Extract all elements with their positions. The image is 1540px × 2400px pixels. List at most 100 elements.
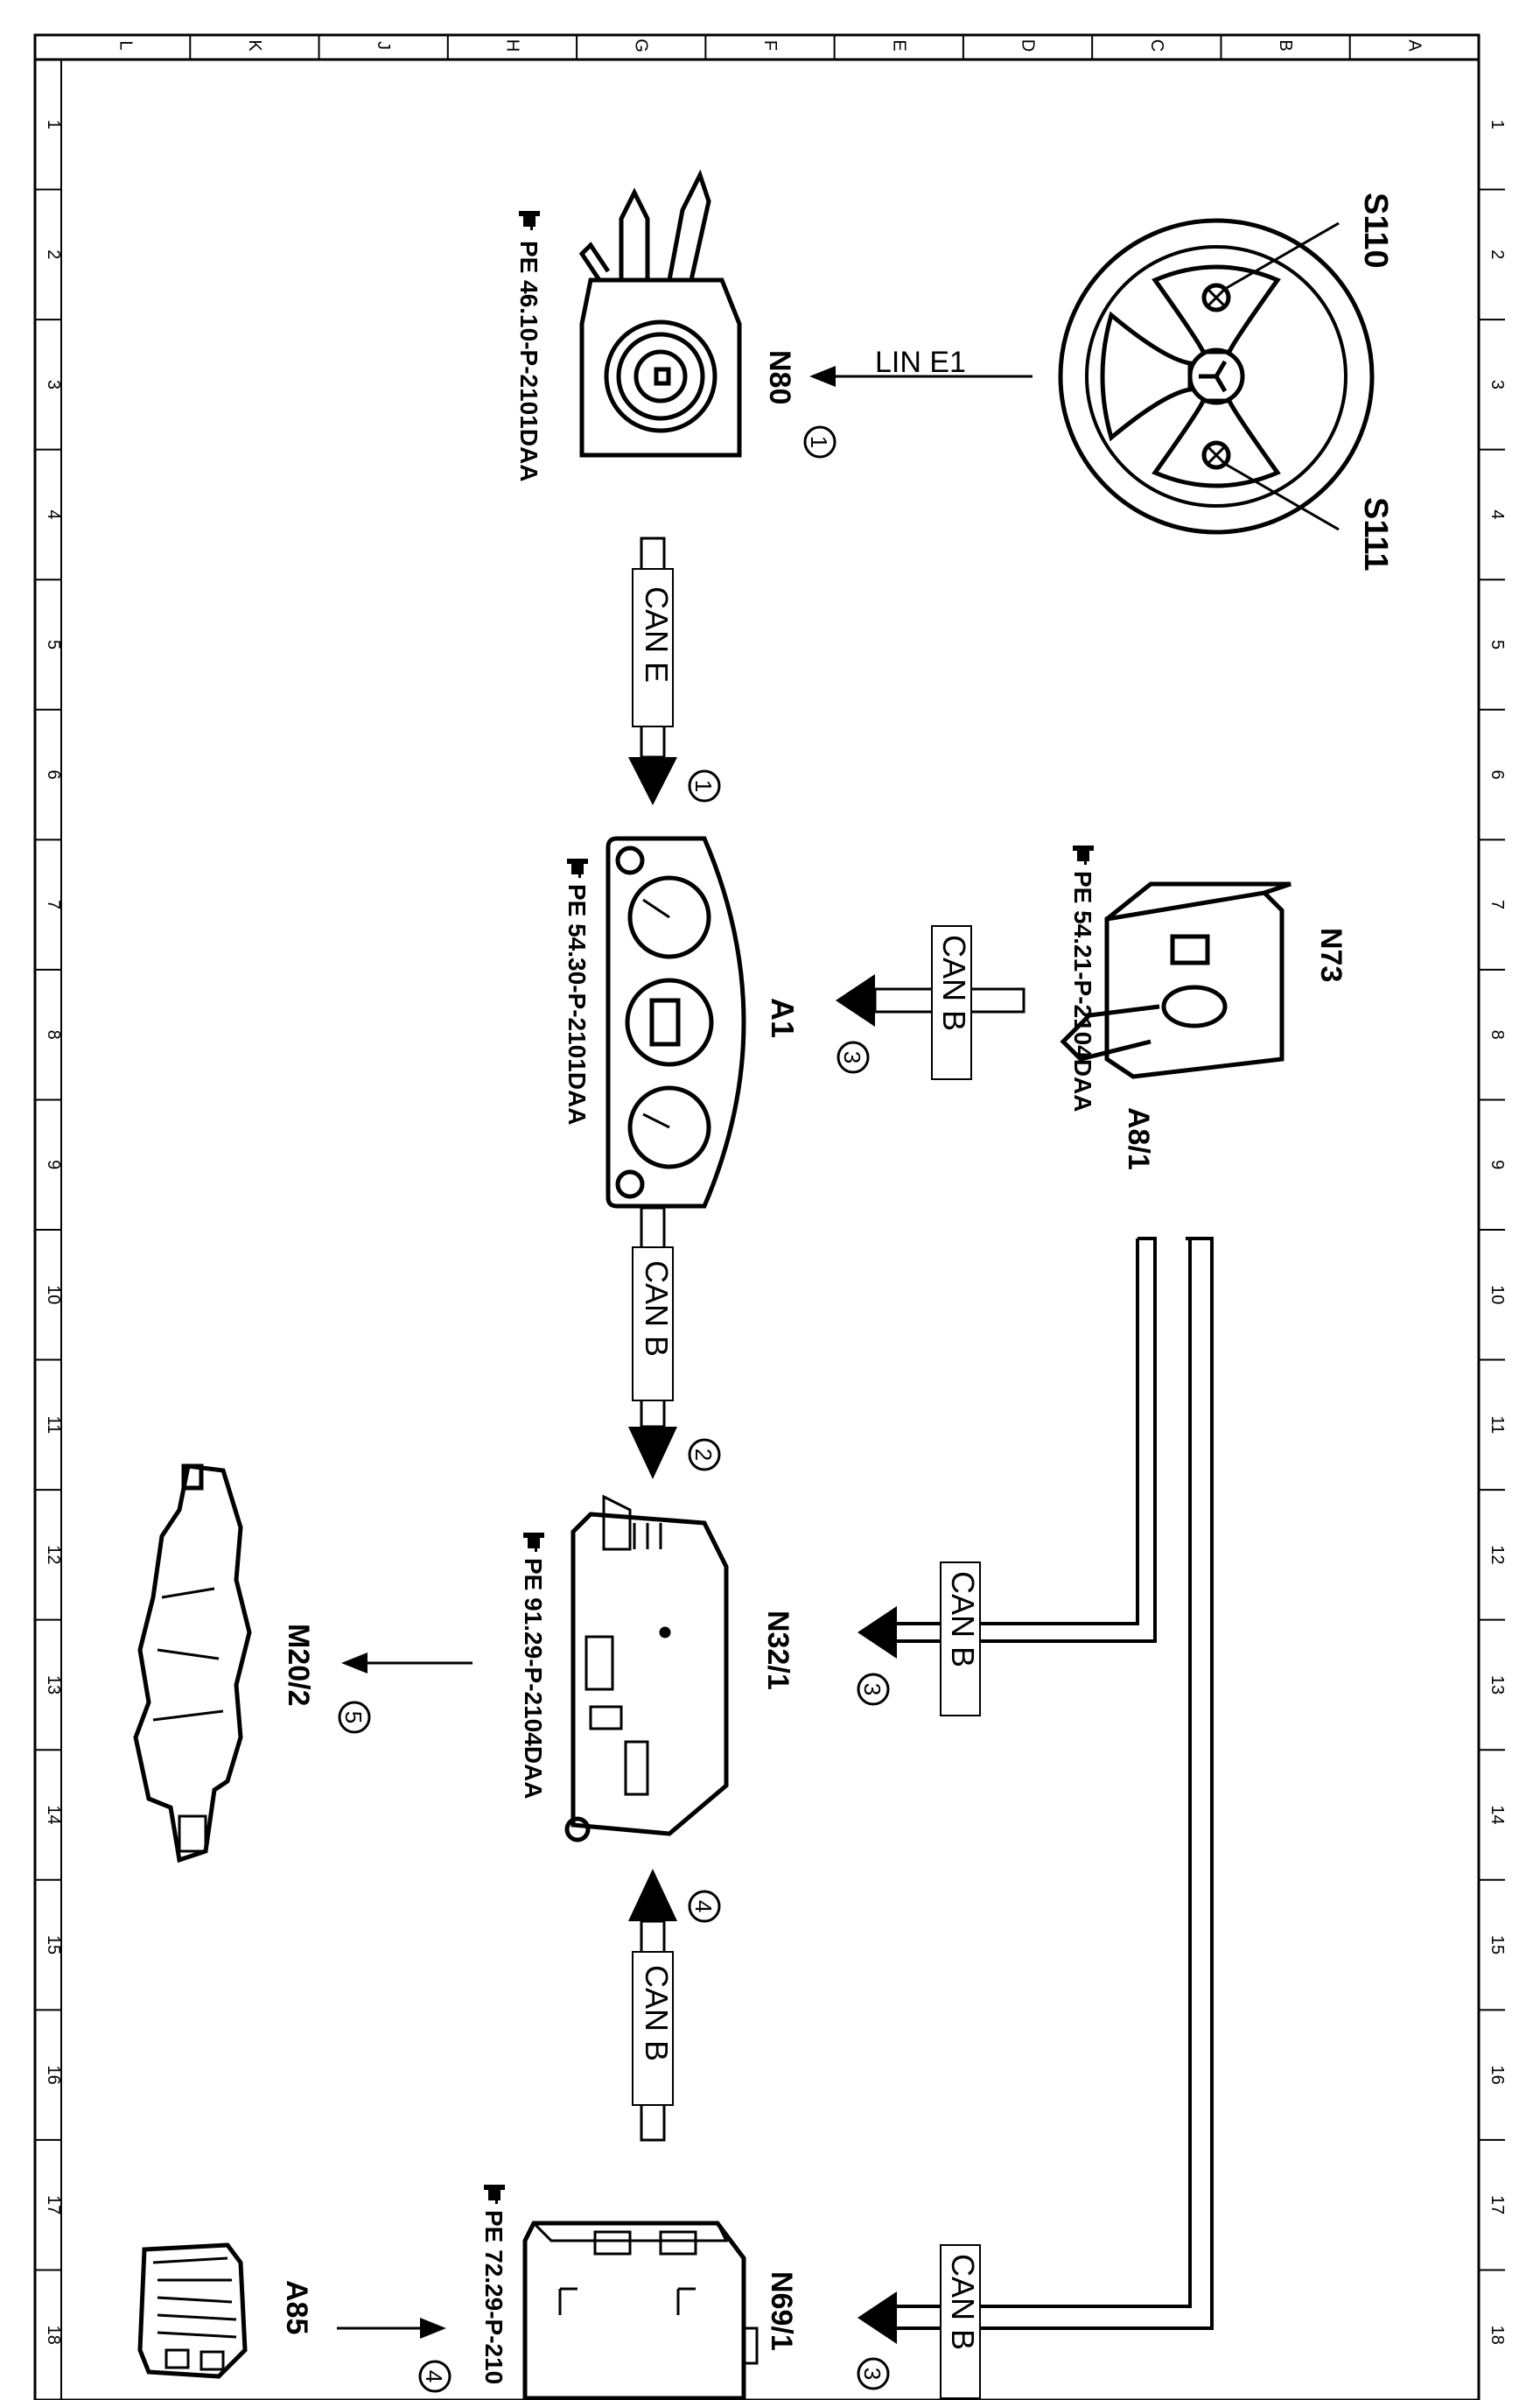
column-letter: C (1147, 39, 1166, 52)
column-letter: E (889, 39, 908, 51)
s110-label: S110 (1357, 193, 1394, 269)
row-number: 13 (1488, 1675, 1507, 1695)
row-number: 9 (1488, 1160, 1507, 1169)
n73-reference: PE 54.21-P-2104DAA (1069, 871, 1096, 1112)
svg-text:3: 3 (859, 1683, 886, 1695)
svg-text:5: 5 (340, 1711, 367, 1723)
n69-reference: PE 72.29-P-210 (480, 2210, 508, 2384)
row-number: 4 (1488, 509, 1507, 519)
row-number: 17 (1488, 2195, 1507, 2214)
row-number: 14 (1488, 1805, 1507, 1824)
column-letter: K (245, 39, 264, 52)
steering-lock-motor-icon (133, 1463, 252, 1863)
row-number: 6 (1488, 769, 1507, 779)
row-number: 3 (1488, 380, 1507, 389)
a1-label: A1 (765, 998, 801, 1038)
m20-2-label: M20/2 (282, 1624, 315, 1707)
can-b-label-2: CAN B (639, 1260, 675, 1357)
steering-wheel-icon (1058, 218, 1375, 535)
step-4-badge-bottom: 4 (418, 2360, 452, 2393)
drawing-frame (33, 33, 1480, 2400)
can-e-label: CAN E (639, 586, 675, 683)
row-number: 5 (1488, 640, 1507, 649)
step-3-badge-a1: 3 (836, 1041, 870, 1074)
column-letter: D (1018, 39, 1038, 52)
row-number: 9 (44, 1160, 63, 1169)
n73-label: N73 (1314, 928, 1348, 982)
n32-1-label: N32/1 (761, 1611, 794, 1690)
column-letter: A (1404, 39, 1424, 52)
combination-switch-icon (578, 169, 742, 458)
can-b-n69-n32-connection: CAN B (628, 1869, 677, 2142)
can-b-n32-connection: CAN B (858, 1561, 981, 1716)
door-control-module-icon (522, 2221, 759, 2400)
row-number: 1 (1488, 120, 1507, 130)
a1-reference: PE 54.30-P-2101DAA (564, 884, 591, 1125)
lin-e1-label: LIN E1 (875, 346, 966, 379)
row-number: 18 (1488, 2326, 1507, 2345)
row-number: 18 (44, 2326, 63, 2345)
can-b-n73-a1-connection: CAN B (836, 925, 1026, 1080)
can-b-n69-connection: CAN B (858, 2244, 981, 2399)
row-number: 10 (44, 1285, 63, 1304)
n80-label: N80 (763, 350, 796, 404)
manual-reference-icon (567, 859, 588, 878)
can-b-label-5: CAN B (945, 2254, 981, 2350)
column-letter: G (632, 39, 651, 53)
row-number: 1 (44, 120, 63, 130)
row-number: 14 (44, 1805, 63, 1824)
row-number: 15 (44, 1935, 63, 1954)
manual-reference-icon (523, 1533, 544, 1552)
svg-text:4: 4 (421, 2370, 447, 2382)
n32-m20-connection (341, 1653, 472, 1674)
n32-reference: PE 91.29-P-2104DAA (520, 1558, 547, 1799)
manual-reference-icon (519, 211, 540, 230)
row-number: 8 (1488, 1030, 1507, 1040)
column-letter: F (760, 40, 780, 51)
lin-e1-connection: LIN E1 (809, 346, 1032, 387)
row-number: 11 (44, 1415, 63, 1434)
svg-text:1: 1 (690, 780, 717, 792)
row-number: 13 (44, 1675, 63, 1695)
step-1-badge: 1 (688, 769, 721, 803)
row-number: 11 (1488, 1415, 1507, 1434)
manual-reference-icon (484, 2185, 505, 2204)
step-4-badge-top: 4 (688, 1890, 721, 1923)
row-number: 6 (44, 769, 63, 779)
svg-text:3: 3 (859, 2368, 886, 2380)
row-number: 15 (1488, 1935, 1507, 1954)
row-number: 7 (1488, 900, 1507, 909)
ignition-switch-icon (1060, 881, 1292, 1079)
row-number: 2 (44, 249, 63, 259)
row-number: 7 (44, 900, 63, 909)
svg-text:3: 3 (839, 1051, 865, 1063)
control-module-icon (564, 1494, 729, 1842)
can-b-label-3: CAN B (945, 1571, 981, 1667)
can-b-a1-n32-connection: CAN B (628, 1206, 677, 1479)
manual-reference-icon (1073, 846, 1094, 865)
row-number: 17 (44, 2195, 63, 2214)
can-e-connection: CAN E (628, 537, 677, 805)
row-number: 10 (1488, 1285, 1507, 1304)
svg-text:4: 4 (690, 1900, 717, 1912)
column-letter: B (1276, 39, 1295, 51)
row-number: 2 (1488, 249, 1507, 259)
can-b-label-4: CAN B (639, 1965, 675, 2061)
row-number: 12 (1488, 1545, 1507, 1564)
row-number: 16 (44, 2065, 63, 2084)
column-letter: J (374, 41, 393, 50)
step-1-badge-top: 1 (803, 425, 836, 459)
step-3-badge-n69: 3 (857, 2357, 890, 2390)
row-number: 12 (44, 1545, 63, 1564)
n69-1-label: N69/1 (765, 2271, 798, 2351)
row-number: 5 (44, 640, 63, 649)
a8-1-label: A8/1 (1122, 1107, 1155, 1170)
column-letter: L (116, 40, 136, 50)
column-letter: H (502, 39, 522, 52)
instrument-cluster-icon (606, 836, 746, 1209)
svg-text:1: 1 (806, 436, 832, 448)
step-3-badge-n32: 3 (857, 1673, 890, 1706)
